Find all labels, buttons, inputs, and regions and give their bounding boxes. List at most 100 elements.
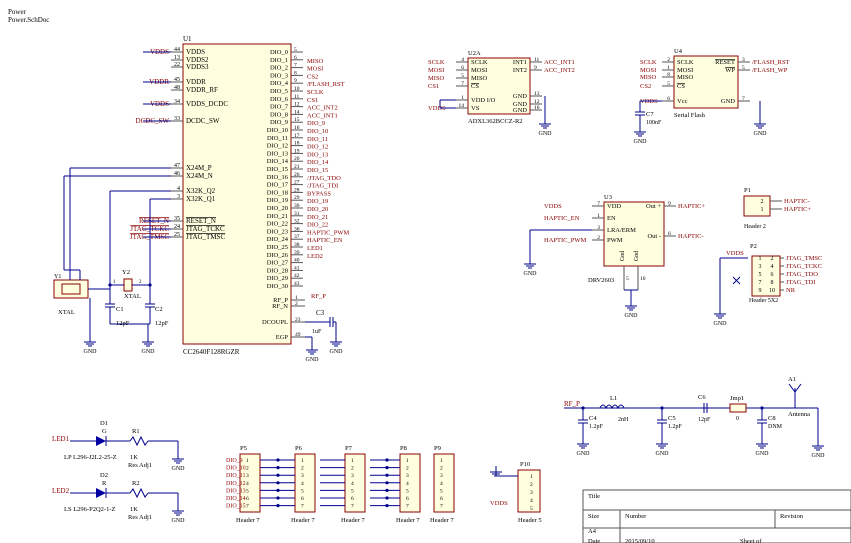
junction-dot — [276, 458, 280, 462]
revision-label: Revision — [780, 513, 804, 520]
dio-net-label: DIO_11 — [226, 473, 245, 479]
c5-value: 1.2pF — [668, 424, 683, 430]
p1-net-label: HAPTIC- — [784, 198, 810, 205]
header-pin: 2 — [440, 466, 443, 472]
antenna-arm — [794, 383, 802, 393]
u3-body — [603, 201, 665, 267]
resistor-zigzag — [129, 487, 149, 499]
u1-net-label: MISO — [307, 58, 324, 65]
u1-pin-name: DIO_8 — [270, 111, 288, 118]
u1-net-label: DIO_11 — [307, 136, 328, 143]
header-pin: 4 — [301, 481, 304, 487]
u2-pin-name: GND — [513, 101, 527, 108]
u1-net-label: /FLASH_RST — [307, 81, 345, 88]
antenna-ref: A1 — [788, 376, 796, 383]
p2-part: Header 5X2 — [749, 298, 778, 304]
u1-pin-number: 22 — [174, 62, 180, 68]
u2-pin-name: GND — [513, 93, 527, 100]
u2-pin-number: 1 — [461, 95, 464, 101]
resistor-part: Res Adj1 — [128, 514, 152, 521]
header-ref: P6 — [295, 445, 303, 452]
u1-pin-number: 35 — [174, 216, 180, 222]
u1-pin-number: 48 — [174, 85, 180, 91]
u1-net-label: ACC_INT2 — [307, 105, 338, 112]
c3-value: 1uF — [312, 329, 322, 335]
header-pin: 1 — [406, 458, 409, 464]
junction-dot — [276, 466, 280, 470]
header-pin: 5 — [440, 488, 443, 494]
u1-pin-name: JTAG_TMSC — [186, 233, 225, 241]
u1-pin-number: 33 — [174, 116, 180, 122]
u1-pin-number: 28 — [294, 187, 300, 193]
p2-net-label: JTAG_TCKC — [786, 263, 822, 270]
u1-net-label: MOSI — [307, 66, 323, 73]
u3-pin-name: PWM — [607, 237, 623, 244]
header-body — [399, 453, 421, 513]
u1-pin-name: DIO_18 — [267, 189, 288, 196]
antenna-arm — [788, 383, 796, 393]
p2-body — [751, 255, 781, 297]
u1-pin-name: DIO_11 — [267, 135, 288, 142]
u1-net-label: DIO_13 — [307, 151, 328, 158]
u1-pin-number: 9 — [294, 78, 297, 84]
size-value: A4 — [588, 528, 597, 535]
u1-net-label: DIO_10 — [307, 128, 328, 135]
p10-vdd-label: VDDS — [490, 500, 508, 507]
u1-pin-number: 39 — [294, 250, 300, 256]
jumper-ref: Jmp1 — [730, 395, 744, 402]
u3-pin-number: 3 — [597, 225, 600, 231]
junction-dot — [276, 496, 280, 500]
u2-net-label: ACC_INT2 — [544, 67, 575, 74]
header-body — [294, 453, 316, 513]
led-diode — [96, 488, 106, 498]
junction-dot — [385, 488, 389, 492]
header-pin: 4 — [246, 481, 249, 487]
p10-part: Header 5 — [518, 517, 542, 524]
u1-pin-number: 4 — [177, 186, 180, 192]
u1-net-label: DIO_14 — [307, 159, 329, 166]
p10-body — [517, 469, 541, 513]
ground-label: GND — [172, 466, 186, 472]
u1-pin-name: VDDS2 — [186, 56, 209, 64]
header-part: Header 7 — [236, 517, 260, 524]
p2-net-label: JTAG_TDO — [786, 271, 818, 278]
resistor-zigzag — [129, 435, 149, 447]
u1-pin-name: X24M_P — [186, 164, 212, 172]
p1-pin: 2 — [761, 199, 764, 205]
u4-net-label: CS2 — [640, 83, 651, 90]
u1-pin-number: 1 — [295, 295, 298, 301]
ground-label: GND — [625, 313, 639, 319]
ground-label: GND — [756, 451, 770, 457]
u1-net-label: DIO_22 — [307, 222, 328, 229]
ground-label: GND — [812, 453, 826, 459]
header-pin: 6 — [301, 496, 304, 502]
header-pin: 7 — [351, 504, 354, 510]
u1-pin-number: 26 — [294, 172, 300, 178]
u2-pin-name: MOSI — [471, 67, 487, 74]
u1-net-label: DIO_20 — [307, 206, 328, 213]
u1-pin-name: VDDR_RF — [186, 86, 218, 94]
led-color: R — [102, 480, 107, 487]
junction-dot — [385, 496, 389, 500]
u1-pin-name: DIO_19 — [267, 197, 288, 204]
u1-net-label: CS1 — [307, 97, 318, 104]
u1-pin-number: 44 — [174, 47, 180, 53]
resistor-ref: R2 — [132, 480, 140, 487]
u2-pin-number: 12 — [534, 99, 540, 105]
resistor-value: 1K — [130, 506, 138, 513]
u1-pin-number: 29 — [294, 195, 300, 201]
u1-pin-name: DIO_5 — [270, 88, 288, 95]
u2-net-label: ACC_INT1 — [544, 59, 575, 66]
header-body — [433, 453, 455, 513]
u2-pin-name: INT2 — [513, 67, 527, 74]
header-ref: P8 — [400, 445, 407, 452]
u2-pin-name: VDD I/O — [471, 97, 496, 104]
u4-pin-name: GND — [721, 98, 735, 105]
p10-pin: 3 — [530, 490, 533, 496]
header-pin: 3 — [351, 473, 354, 479]
u1-pin-name: DIO_22 — [267, 221, 288, 228]
title-label: Title — [588, 493, 600, 500]
p2-pin: 6 — [771, 272, 774, 278]
u1-pin-number: 3 — [177, 194, 180, 200]
c1-value: 12pF — [116, 320, 130, 327]
